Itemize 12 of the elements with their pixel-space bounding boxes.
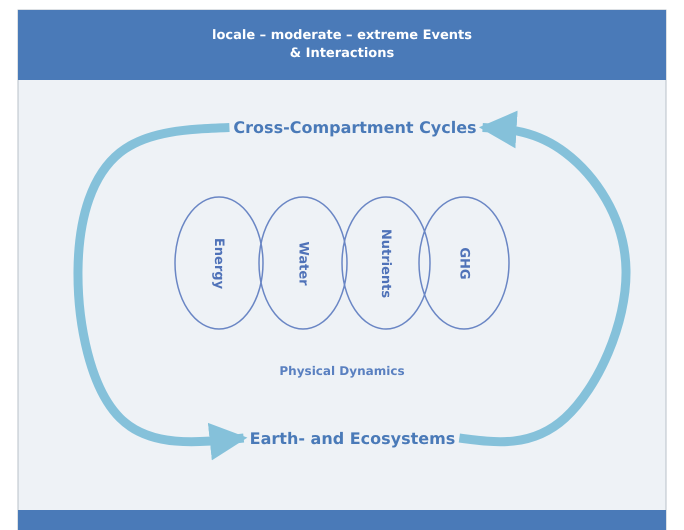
cycle-label: Water	[296, 240, 310, 286]
curved-arrow	[458, 110, 630, 446]
section-heading: Earth- and Ecosystems	[160, 415, 545, 461]
caption-text: Physical Dynamics	[278, 364, 406, 378]
header-text: locale – moderate – extreme Events & Interactions	[212, 27, 472, 63]
cycle-label: Nutrients	[378, 228, 394, 298]
curved-arrow	[74, 123, 248, 460]
header-band	[18, 10, 666, 80]
cycle-label: GHG	[456, 246, 472, 280]
footer-bar	[18, 510, 666, 530]
cycle-label: Energy	[212, 237, 226, 289]
section-heading: Cross-Compartment Cycles	[145, 95, 565, 160]
